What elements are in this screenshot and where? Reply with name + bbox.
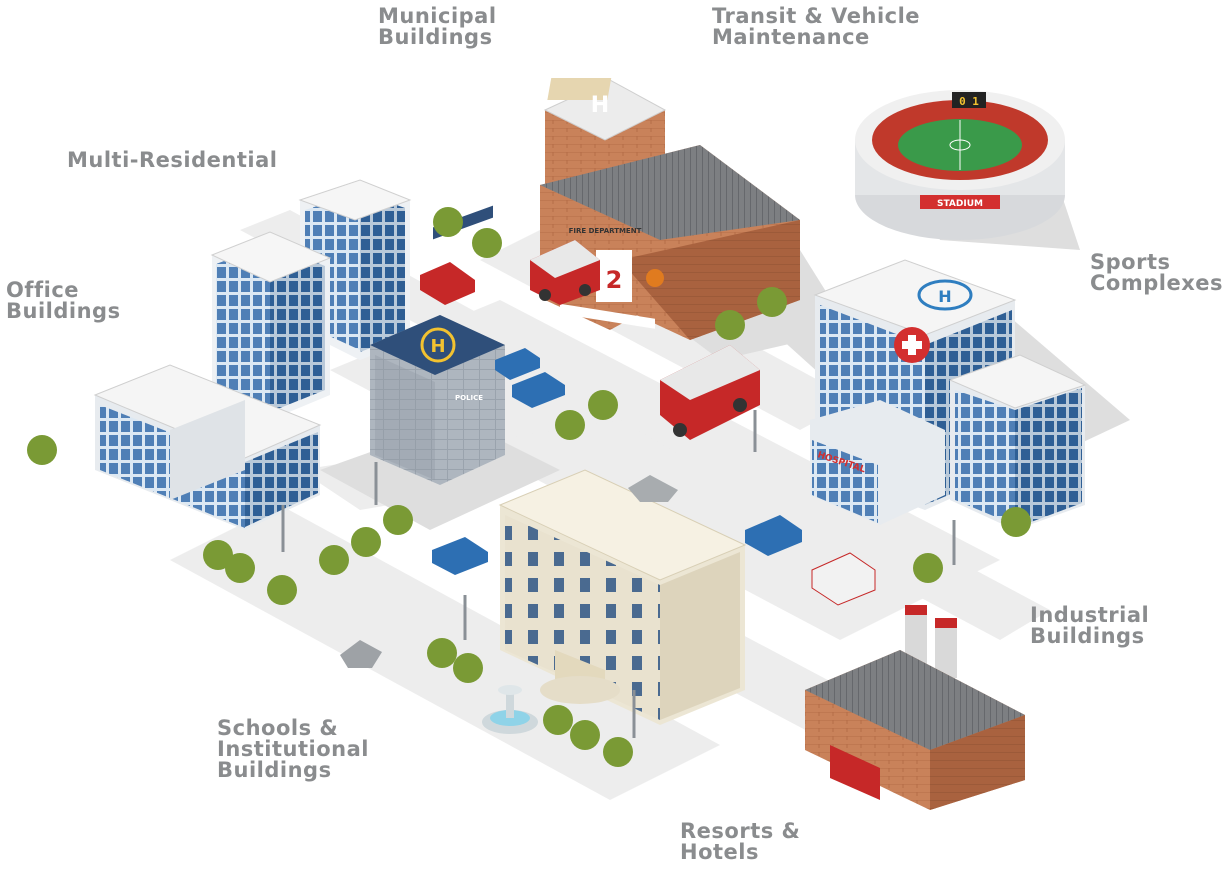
label-multi-residential: Multi-Residential <box>67 148 278 172</box>
fire-truck-1 <box>530 240 600 305</box>
label-sports-complexes: Sports Complexes <box>1090 250 1223 295</box>
fountain <box>482 685 538 734</box>
fire-truck-2 <box>660 345 760 440</box>
police-station: H POLICE <box>370 205 505 485</box>
vehicles <box>420 262 876 606</box>
stadium: 0 1 STADIUM <box>855 90 1065 240</box>
street-lamps <box>281 410 956 738</box>
label-transit-vehicle-maintenance: Transit & Vehicle Maintenance <box>712 4 921 49</box>
hotel-building <box>498 469 747 725</box>
label-schools-institutional-buildings: Schools & Institutional Buildings <box>217 716 369 782</box>
label-industrial-buildings: Industrial Buildings <box>1030 603 1150 648</box>
fire-department-sign: FIRE DEPARTMENT <box>569 227 642 235</box>
multi-residential-towers <box>210 179 412 420</box>
office-building <box>93 364 322 530</box>
factory <box>805 605 1025 810</box>
stadium-sign: STADIUM <box>937 199 983 209</box>
label-resorts-hotels: Resorts & Hotels <box>680 819 801 864</box>
hospital-helipad-letter: H <box>938 287 951 306</box>
scoreboard: 0 1 <box>959 95 979 108</box>
label-municipal-buildings: Municipal Buildings <box>378 4 497 49</box>
fire-station-number: 2 <box>606 266 623 294</box>
trees <box>27 207 1031 767</box>
police-sign: POLICE <box>455 394 483 402</box>
police-helipad-letter: H <box>430 336 445 357</box>
rocks <box>340 475 678 668</box>
fire-department: H FIRE DEPARTMENT 2 <box>540 78 800 340</box>
label-office-buildings: Office Buildings <box>6 278 121 323</box>
hospital: H HOSPITAL <box>810 259 1087 530</box>
helipad-letter: H <box>591 93 609 118</box>
